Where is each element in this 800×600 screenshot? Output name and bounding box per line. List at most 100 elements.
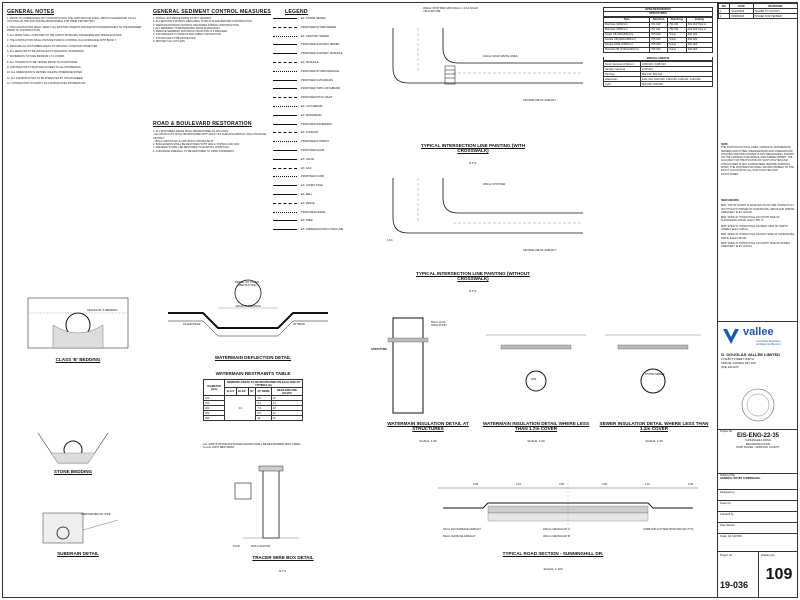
legend-item: PROPOSED FENCE <box>273 211 325 214</box>
sediment-note: 3. MAINTAIN EROSION CONTROL MEASURES DUR… <box>153 23 240 27</box>
stone-bedding-drawing <box>37 432 109 464</box>
legend-label: PROPOSED HYDRANT <box>301 140 329 144</box>
road-note: - 150mm GRANULAR 'A' AND 300mm GRANULAR … <box>153 139 215 143</box>
obstruction-label: SEWER OR OTHER OBSTRUCTION <box>235 281 259 288</box>
wm-label: W/M <box>531 378 537 381</box>
tracer-section-label: BOX LOCATION <box>251 545 271 548</box>
benchmark: BM2: SPIKE IN HYDRO POLE ON SOUTH SIDE O… <box>721 216 780 223</box>
filler-label: FILLER PIECE <box>183 323 201 326</box>
legend-symbol-icon <box>273 97 297 99</box>
drawing-title-block: Drawing Title GENERAL NOTES SUNNINGHILL <box>718 473 798 481</box>
benchmarks-heading: BENCHMARKS <box>721 199 740 202</box>
general-note: 3. ALL WORK SHALL CONFORM TO THE LATEST … <box>7 34 123 38</box>
checked-by-label: Checked by <box>718 511 798 522</box>
legend-item: PROPOSED CATCHBASIN <box>273 79 333 82</box>
general-note: 9. CONTRACTOR TO MAINTAIN ACCESS TO ALL … <box>7 65 82 69</box>
restraints-table: DIAMETER (mm) MINIMUM LENGTH TO BE RESTR… <box>202 379 304 421</box>
legend-label: EX. CATCHBASIN <box>301 105 323 108</box>
sediment-heading: GENERAL SEDIMENT CONTROL MEASURES <box>153 9 271 15</box>
centerline-label: CENTERLINE OF ASPHALT <box>523 249 556 252</box>
utility-note: NOTE THE POSITION OF POLE LINES, CONDUIT… <box>721 143 795 193</box>
general-note: 6. ALL SERVICES TO BE INSTALLED TO MUNIC… <box>7 50 85 54</box>
firm-tagline: Consulting Engineers, <box>756 340 782 343</box>
insulation-structures-scale: SCALE: 1:20 <box>419 439 437 443</box>
subdrain-title: SUBDRAIN DETAIL <box>57 551 99 556</box>
legend-symbol-icon <box>273 70 297 72</box>
general-note: 7. WATERMAIN TO HAVE MINIMUM 1.7m COVER. <box>7 55 65 59</box>
general-note: 4. THE CONTRACTOR SHALL PROVIDE TRAFFIC … <box>7 39 117 43</box>
watermain-deflection-drawing <box>168 279 328 337</box>
restraint-cell: 4.0 <box>224 395 257 421</box>
restraint-header: 22-1/2° <box>235 387 249 396</box>
restraint-header: DIAMETER (mm) <box>202 379 226 396</box>
legend-item: EX. WATERMAIN <box>273 114 321 117</box>
project-label: Project No. <box>720 554 733 557</box>
revision-cell: ISSUED FOR TENDER <box>752 13 799 19</box>
signoff-block: Designed by Drawn by Checked by Date Sta… <box>718 489 798 544</box>
note-heading: NOTE <box>721 143 728 146</box>
revision-cell: 2 <box>717 13 731 19</box>
legend-item: PROPOSED STORM SEWER <box>273 26 336 29</box>
drawing-number-cell: Drawing No. 109 <box>758 552 799 598</box>
legend-label: EX. HYDRANT <box>301 131 319 135</box>
legend-label: PROPOSED TWIN CATCHBASIN <box>301 87 341 91</box>
benchmark: BM1: TOP OF NORTH FLANGE BOLTS OF FIRE H… <box>721 204 795 214</box>
legend-label: EX. TREE <box>301 219 313 223</box>
revisions-table: NO. DATE REVISIONS 1 12/13/2019 ISSUED T… <box>717 3 799 19</box>
restraint-note: ALL JOINTS WITHIN DISTANCES SHOWN SHALL … <box>203 443 301 450</box>
sediment-note: 1. INSTALL SILT FENCE PRIOR TO ANY GRADI… <box>153 17 212 20</box>
revision-cell: 05/08/2023 <box>729 13 754 19</box>
legend-item: EX. MANHOLE <box>273 61 319 64</box>
note-text: THE POSITION OF POLE LINES, CONDUITS, WA… <box>721 146 794 176</box>
legend-item: EX. CATCHBASIN <box>273 105 322 108</box>
sediment-note: 6. CATCHBASINS TO HAVE FILTER FABRIC PRO… <box>153 33 222 37</box>
drawing-title-label: Drawing Title <box>720 474 735 477</box>
dimension: 3.50 <box>601 483 608 486</box>
drawing-title: GENERAL NOTES SUNNINGHILL <box>720 477 761 481</box>
legend-item: EX. VALVE <box>273 158 314 161</box>
legend-label: EX. STORM SEWER <box>301 17 326 20</box>
dimension: 1.10 <box>515 483 522 486</box>
opsd-heading: OPSD REFERENCES <box>603 7 713 13</box>
dimension-label: 1.5m <box>387 239 393 242</box>
restraint-header: DEAD END AND VALVES <box>270 387 304 396</box>
road-layer-label: 150mm GRANULAR 'A' <box>543 528 571 531</box>
watermain-deflection-title: WATERMAIN DEFLECTION DETAIL <box>214 355 292 360</box>
road-note: - ALL ROAD CUTS SHALL BE RESTORED WITH 4… <box>153 133 267 140</box>
restraint-header: 11-1/4° <box>224 387 237 396</box>
class-b-bedding-drawing <box>27 297 129 349</box>
road-restoration-heading: ROAD & BOULEVARD RESTORATION <box>153 121 252 127</box>
subdrain-drawing <box>42 512 119 544</box>
road-section-dims: 3.05 1.10 3.50 3.50 1.10 3.05 <box>473 483 693 486</box>
project-no-label: Project No. <box>720 430 733 433</box>
firm-phone: (519) 426-6270 <box>721 366 739 369</box>
legend-symbol-icon <box>273 211 297 213</box>
legend-label: EX. VALVE <box>301 157 314 161</box>
restraint-header: 90° BEND <box>255 387 272 396</box>
benchmark: BM3: SPIKE IN HYDRO POLE ON WEST SIDE OF… <box>721 224 788 232</box>
date-started-label: Date Started <box>718 522 798 533</box>
road-note: 2. BOULEVARDS SHALL BE RESTORED WITH 100… <box>153 143 240 147</box>
restraint-cell: 10 <box>255 415 272 421</box>
legend-label: EX. MANHOLE <box>301 61 319 64</box>
intersection-without-crosswalk-drawing <box>392 178 583 234</box>
sediment-list: 1. INSTALL SILT FENCE PRIOR TO ANY GRADI… <box>153 17 271 112</box>
legend-label: EX. GAS <box>301 166 312 170</box>
legend-item: EX. BELL <box>273 193 312 196</box>
insulation-less-cover-drawing <box>486 334 586 392</box>
legend-symbol-icon <box>273 220 297 222</box>
legend-symbol-icon <box>273 194 297 195</box>
legend-label: EX. WATERMAIN <box>301 113 322 117</box>
drawn-by-label: Drawn by <box>718 500 798 511</box>
legend-heading: LEGEND <box>285 9 308 15</box>
general-note: 1. PRIOR TO COMMENCING ANY CONSTRUCTION,… <box>7 17 137 24</box>
general-note: 5. RESTORE ALL DISTURBED AREAS TO ORIGIN… <box>7 44 98 48</box>
sediment-note: 7. STOCKPILES TO BE PROTECTED. <box>153 36 197 40</box>
centerline-label: CENTERLINE OF ASPHALT <box>523 99 556 102</box>
road-layer-label: 50mm HL8 BASE ASPHALT <box>443 535 476 538</box>
project-block: Project No. EIS-ENG-22-35 SUNNINGHILL DR… <box>718 429 798 450</box>
legend-label: EX. BELL <box>301 193 313 196</box>
road-layer-label: 300mm GRANULAR 'B' <box>543 535 571 538</box>
legend-item: PROPOSED VALVE <box>273 149 324 152</box>
legend-item: PROPOSED SANITARY SEWER <box>273 43 339 46</box>
